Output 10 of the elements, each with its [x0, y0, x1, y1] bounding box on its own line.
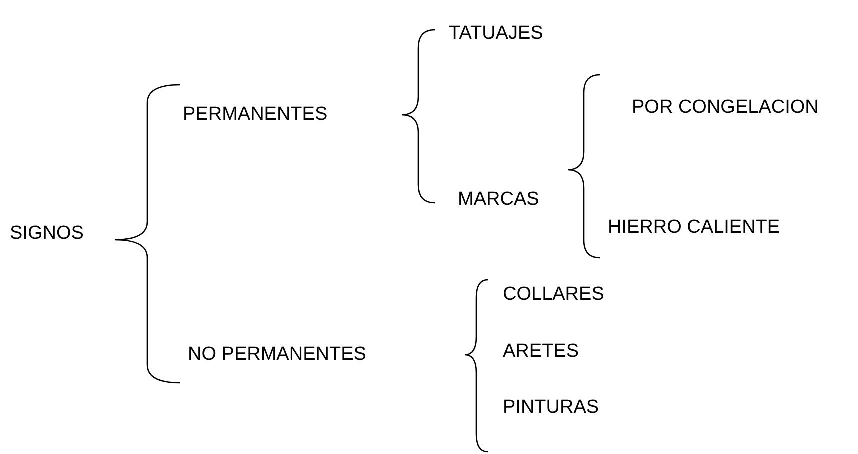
- category-label: PINTURAS: [503, 396, 600, 420]
- category-label: SIGNOS: [10, 222, 84, 246]
- category-label: HIERRO CALIENTE: [608, 216, 780, 240]
- category-label: PERMANENTES: [183, 103, 328, 127]
- category-label: MARCAS: [458, 188, 540, 212]
- category-label: POR CONGELACION: [632, 96, 819, 120]
- category-label: ARETES: [503, 340, 580, 364]
- category-label: NO PERMANENTES: [188, 343, 366, 367]
- category-label: TATUAJES: [449, 22, 544, 46]
- category-label: COLLARES: [503, 283, 604, 307]
